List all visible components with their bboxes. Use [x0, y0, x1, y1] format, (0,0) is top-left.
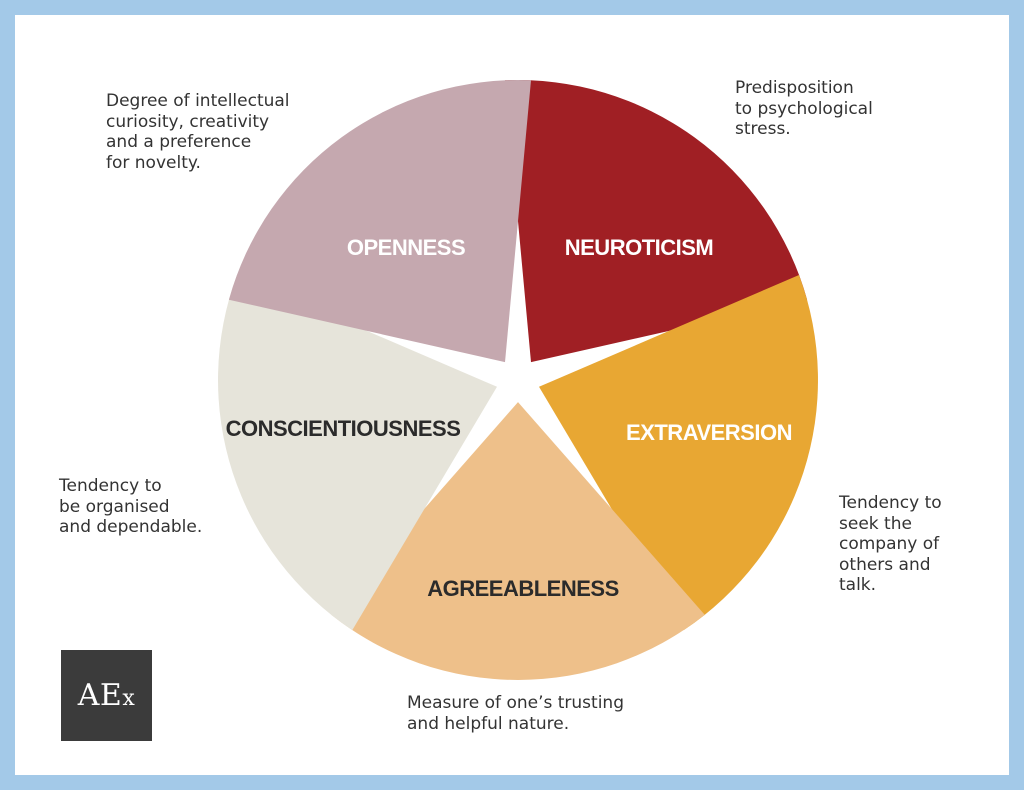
agreeableness-description: Measure of one’s trusting and helpful na… [407, 693, 624, 734]
logo-text: AEx [77, 678, 136, 713]
segment-label-openness: OPENNESS [347, 235, 465, 260]
segment-openness [505, 80, 808, 363]
segment-label-extraversion: EXTRAVERSION [626, 420, 792, 445]
personality-wheel: OPENNESS NEUROTICISM EXTRAVERSION AGREEA… [218, 80, 818, 680]
segment-neuroticism [539, 275, 818, 631]
diagram-card: OPENNESS NEUROTICISM EXTRAVERSION AGREEA… [15, 15, 1009, 775]
extraversion-description: Tendency to seek the company of others a… [839, 493, 942, 595]
segment-extraversion [331, 402, 705, 680]
segment-agreeableness [218, 275, 497, 631]
aex-logo: AEx [61, 650, 152, 741]
openness-description: Degree of intellectual curiosity, creati… [106, 91, 290, 173]
segment-label-neuroticism: NEUROTICISM [565, 235, 714, 260]
neuroticism-description: Predisposition to psychological stress. [735, 78, 873, 139]
segment-label-agreeableness: AGREEABLENESS [427, 576, 619, 601]
segment-label-conscientiousness: CONSCIENTIOUSNESS [226, 416, 461, 441]
conscientiousness-description: Tendency to be organised and dependable. [59, 476, 203, 537]
segment-conscientiousness [228, 80, 531, 363]
